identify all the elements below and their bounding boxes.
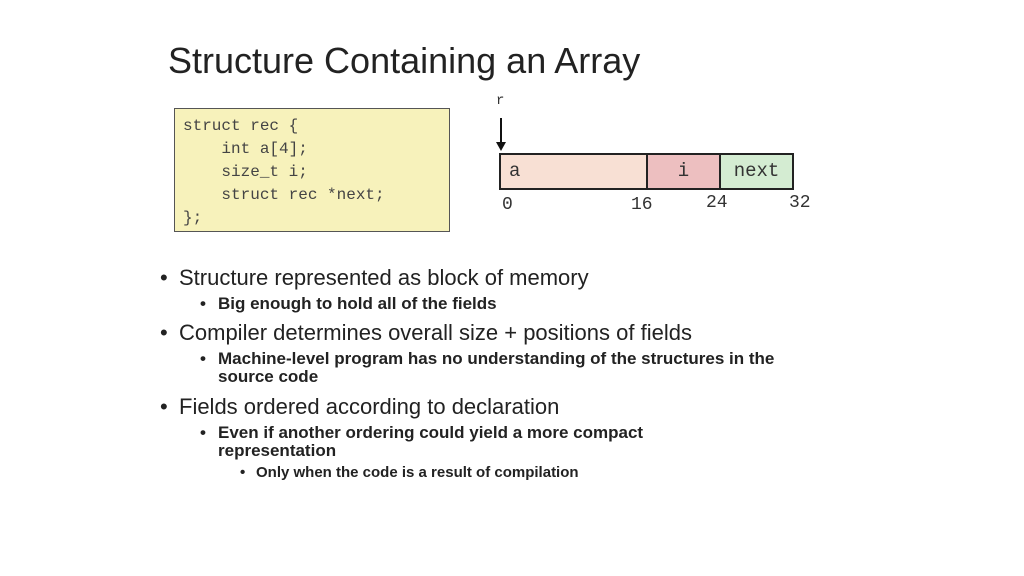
code-line: }; [183, 209, 203, 227]
code-line: int a[4]; [183, 140, 308, 158]
bullet-text: Fields ordered according to declaration [179, 394, 560, 419]
bullet-item: • Compiler determines overall size + posi… [160, 320, 692, 346]
offset-label: 24 [706, 193, 728, 213]
bullet-icon: • [200, 294, 206, 313]
slide-title: Structure Containing an Array [168, 40, 641, 81]
sub-bullet-item: • Machine-level program has no understand… [200, 350, 800, 386]
field-label: next [733, 160, 780, 182]
bullet-text: Big enough to hold all of the fields [218, 294, 497, 313]
code-line: struct rec { [183, 117, 299, 135]
bullet-text: Only when the code is a result of compil… [256, 464, 579, 481]
sub-sub-bullet-item: • Only when the code is a result of compi… [240, 464, 579, 481]
offset-label: 0 [502, 195, 513, 215]
bullet-text: Compiler determines overall size + posit… [179, 320, 692, 345]
field-a: a [499, 153, 648, 190]
bullet-icon: • [160, 265, 168, 290]
bullet-icon: • [160, 320, 168, 345]
pointer-label: r [496, 93, 505, 109]
sub-bullet-item: • Even if another ordering could yield a … [200, 424, 700, 460]
bullet-icon: • [240, 464, 246, 481]
bullet-icon: • [200, 423, 206, 442]
bullet-text: Machine-level program has no understandi… [218, 349, 775, 386]
bullet-text: Structure represented as block of memory [179, 265, 589, 290]
field-i: i [646, 153, 721, 190]
field-label: i [677, 160, 690, 182]
bullet-icon: • [160, 394, 168, 419]
field-next: next [719, 153, 794, 190]
code-line: size_t i; [183, 163, 308, 181]
field-label: a [509, 160, 521, 182]
offset-label: 16 [631, 195, 653, 215]
code-line: struct rec *next; [183, 186, 385, 204]
code-block: struct rec { int a[4]; size_t i; struct … [174, 108, 450, 232]
bullet-item: • Fields ordered according to declaration [160, 394, 559, 420]
pointer-arrow-icon [500, 118, 502, 146]
bullet-icon: • [200, 349, 206, 368]
offset-label: 32 [789, 193, 811, 213]
arrowhead-icon [496, 142, 506, 151]
bullet-text: Even if another ordering could yield a m… [218, 423, 644, 460]
sub-bullet-item: • Big enough to hold all of the fields [200, 295, 497, 313]
bullet-item: • Structure represented as block of memor… [160, 265, 589, 291]
